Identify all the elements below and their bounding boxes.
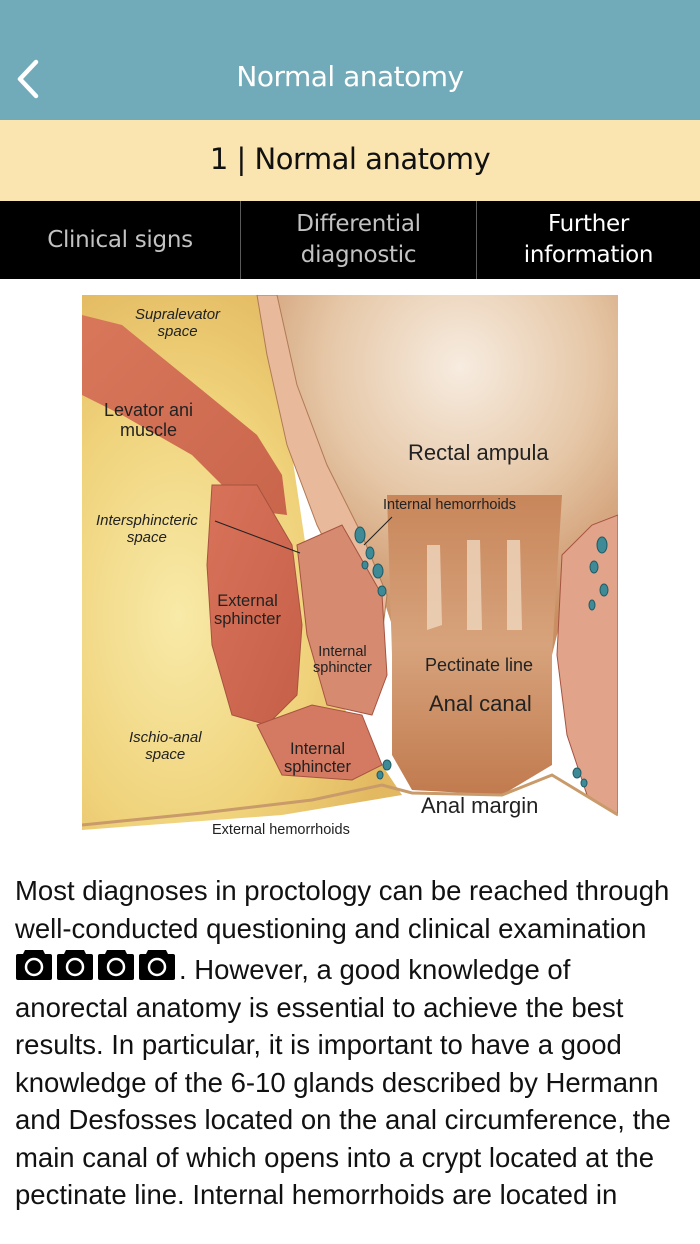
tab-further-information[interactable]: Further information — [477, 201, 700, 279]
chevron-left-icon — [17, 59, 39, 99]
tab-label-line1: Further — [547, 211, 630, 237]
tab-differential-diagnostic[interactable]: Differential diagnostic — [241, 201, 477, 279]
label-rectal-ampula: Rectal ampula — [408, 440, 549, 465]
camera-icon[interactable] — [97, 947, 135, 981]
camera-icon[interactable] — [15, 947, 53, 981]
anorectal-anatomy-drawing — [82, 295, 618, 840]
back-button[interactable] — [12, 56, 52, 100]
camera-icon[interactable] — [138, 947, 176, 981]
paragraph-text-start: Most diagnoses in proctology can be reac… — [15, 875, 670, 944]
label-internal-hemorrhoids: Internal hemorrhoids — [383, 497, 516, 513]
paragraph-text-continued: . However, a good knowledge of anorectal… — [15, 954, 671, 1210]
tab-label-line2: information — [523, 242, 654, 268]
article-body: Most diagnoses in proctology can be reac… — [15, 872, 685, 1214]
tab-label-line1: Differential — [296, 211, 421, 237]
label-pectinate-line: Pectinate line — [425, 655, 534, 675]
label-external-hemorrhoids: External hemorrhoids — [212, 822, 350, 838]
label-anal-margin: Anal margin — [421, 793, 539, 818]
page-title: Normal anatomy — [236, 60, 464, 93]
tab-label-line2: diagnostic — [300, 242, 417, 268]
section-header: 1 | Normal anatomy — [0, 120, 700, 201]
camera-icon[interactable] — [56, 947, 94, 981]
tab-label: Clinical signs — [47, 226, 193, 253]
navigation-bar: Normal anatomy — [0, 0, 700, 120]
section-title: 1 | Normal anatomy — [209, 142, 491, 176]
tab-clinical-signs[interactable]: Clinical signs — [0, 201, 241, 279]
label-anal-canal: Anal canal — [429, 691, 532, 716]
tab-bar: Clinical signs Differential diagnostic F… — [0, 201, 700, 279]
